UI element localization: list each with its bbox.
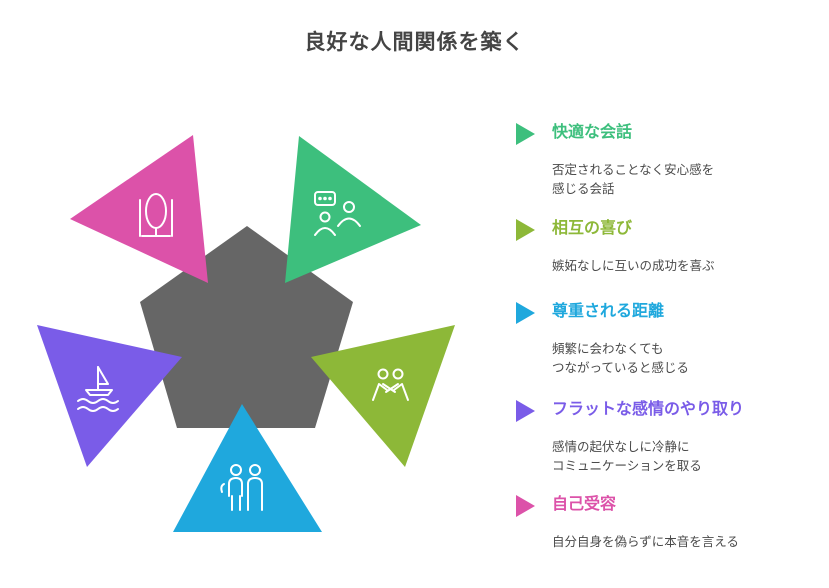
- legend-marker: [516, 302, 535, 324]
- legend-marker: [516, 219, 535, 241]
- legend-description: 頻繁に会わなくても つながっていると感じる: [552, 341, 689, 375]
- legend-marker: [516, 123, 535, 145]
- legend-heading: フラットな感情のやり取り: [552, 399, 745, 418]
- legend-marker: [516, 495, 535, 517]
- mirror-icon: [139, 193, 173, 237]
- sailboat-icon: [77, 366, 119, 412]
- legend-heading: 快適な会話: [552, 122, 633, 141]
- legend-heading: 自己受容: [552, 494, 617, 513]
- triangle-flat-emotion: [37, 325, 182, 467]
- triangle-respected-distance: [173, 404, 322, 532]
- legend-heading: 尊重される距離: [552, 301, 665, 320]
- legend-heading: 相互の喜び: [552, 218, 633, 237]
- family-icon: [220, 464, 263, 511]
- triangle-mutual-joy: [311, 325, 455, 467]
- page-title: 良好な人間関係を築く: [304, 30, 525, 54]
- legend-description: 自分自身を偽らずに本音を言える: [552, 534, 739, 549]
- legend-description: 否定されることなく安心感を 感じる会話: [552, 162, 715, 196]
- hugging-people-icon: [372, 368, 409, 401]
- legend-marker: [516, 400, 535, 422]
- chat-people-icon: [314, 191, 361, 236]
- legend-description: 嫉妬なしに互いの成功を喜ぶ: [552, 258, 715, 273]
- legend-description: 感情の起伏なしに冷静に コミュニケーションを取る: [552, 439, 702, 473]
